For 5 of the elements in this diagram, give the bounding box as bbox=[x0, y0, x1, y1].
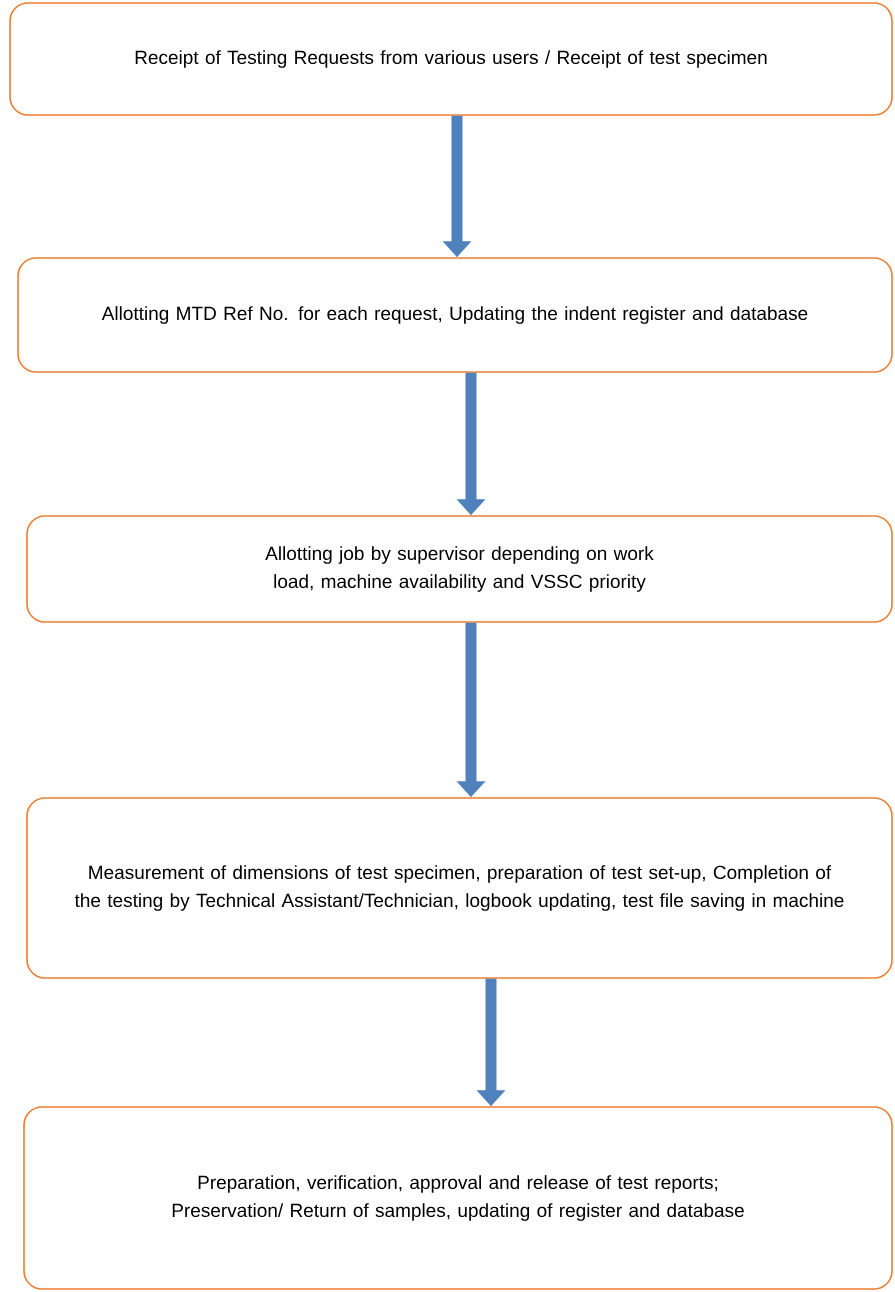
process-box: Allotting MTD Ref No. for each request, Updating the indent register and database bbox=[17, 257, 893, 373]
process-box: Receipt of Testing Requests from various users / Receipt of test specimen bbox=[9, 2, 893, 116]
process-box: Preparation, verification, approval and release of test reports; Preservation/ Return of samples, updating of register and database bbox=[23, 1106, 893, 1290]
process-box: Allotting job by supervisor depending on work load, machine availability and VSSC priority bbox=[26, 515, 893, 623]
process-box: Measurement of dimensions of test specimen, preparation of test set-up, Completion of the testing by Technical Assistant/Technician, logbook updating, test file saving in machine bbox=[26, 797, 893, 979]
